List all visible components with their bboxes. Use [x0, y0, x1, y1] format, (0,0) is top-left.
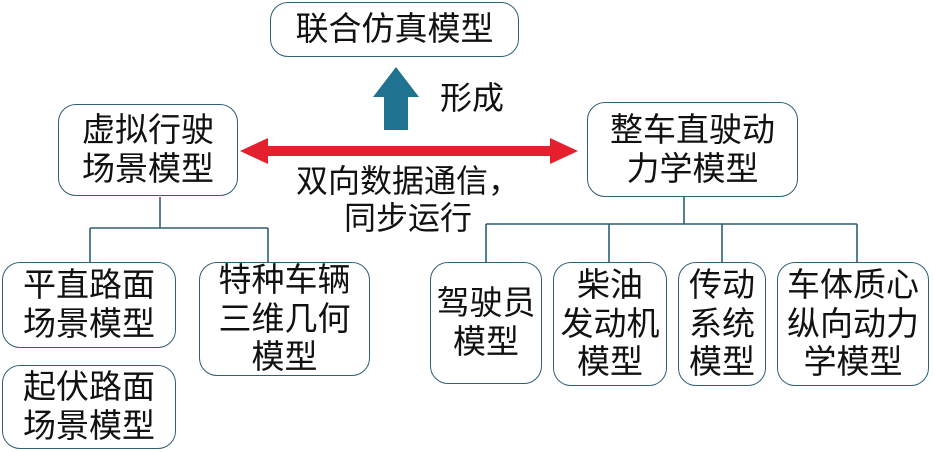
left-tree-connector — [89, 197, 269, 262]
top-node-label: 联合仿真模型 — [295, 9, 494, 49]
right-child-node: 柴油 发动机 模型 — [553, 262, 667, 386]
right-child-label: 传动 系统 模型 — [689, 264, 755, 382]
double-arrow — [240, 138, 578, 164]
forms-label: 形成 — [440, 79, 505, 117]
right-child-label: 柴油 发动机 模型 — [560, 264, 660, 382]
right-main-node: 整车直驶动 力学模型 — [587, 102, 798, 197]
link-label: 双向数据通信， 同步运行 — [295, 162, 520, 238]
right-tree-connector — [485, 197, 858, 262]
right-child-label: 车体质心 纵向动力 学模型 — [787, 264, 919, 382]
left-child-label: 特种车辆 三维几何 模型 — [218, 259, 351, 377]
left-child-label: 平直路面 场景模型 — [23, 265, 155, 343]
left-child-node: 起伏路面 场景模型 — [2, 365, 176, 449]
right-child-node: 驾驶员 模型 — [430, 262, 542, 384]
top-node: 联合仿真模型 — [270, 2, 519, 57]
right-child-node: 车体质心 纵向动力 学模型 — [777, 262, 929, 386]
left-main-node: 虚拟行驶 场景模型 — [58, 104, 238, 196]
left-child-node: 平直路面 场景模型 — [2, 262, 176, 348]
right-child-label: 驾驶员 模型 — [436, 283, 536, 361]
left-child-node: 特种车辆 三维几何 模型 — [199, 259, 370, 377]
left-child-label: 起伏路面 场景模型 — [23, 367, 155, 445]
right-child-node: 传动 系统 模型 — [678, 262, 766, 386]
right-main-node-label: 整车直驶动 力学模型 — [610, 109, 775, 188]
left-main-node-label: 虚拟行驶 场景模型 — [82, 110, 214, 188]
up-arrow — [373, 67, 419, 130]
